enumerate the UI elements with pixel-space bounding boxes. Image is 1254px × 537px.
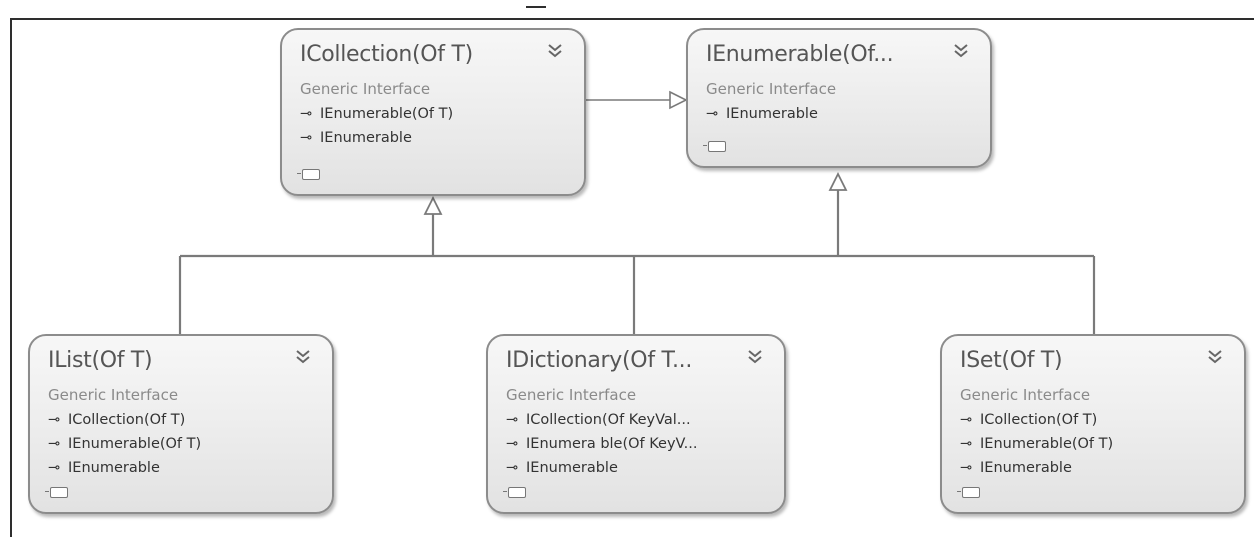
implements-item: ⊸IEnumerable bbox=[506, 456, 768, 480]
implements-arrow-icon: ⊸ bbox=[300, 130, 313, 146]
collapse-chevron-icon[interactable] bbox=[746, 348, 764, 366]
collapse-members-icon[interactable] bbox=[297, 169, 320, 180]
ilist-box[interactable]: IList(Of T) Generic Interface ⊸ICollecti… bbox=[28, 334, 334, 514]
collapse-chevron-icon[interactable] bbox=[294, 348, 312, 366]
collapse-members-icon[interactable] bbox=[957, 487, 980, 498]
interface-title: ISet(Of T) bbox=[960, 348, 1063, 373]
icollection-box[interactable]: ICollection(Of T) Generic Interface ⊸IEn… bbox=[280, 28, 586, 196]
implements-arrow-icon: ⊸ bbox=[48, 436, 61, 452]
implements-item: ⊸IEnumerable bbox=[706, 102, 974, 126]
implements-item: ⊸ICollection(Of T) bbox=[48, 408, 316, 432]
arrowhead-ienumerable bbox=[828, 171, 848, 191]
arrowhead-icollection bbox=[423, 195, 443, 215]
collapse-members-icon[interactable] bbox=[703, 141, 726, 152]
implements-arrow-icon: ⊸ bbox=[960, 460, 973, 476]
collapse-chevron-icon[interactable] bbox=[1206, 348, 1224, 366]
interface-title: IEnumerable(Of... bbox=[706, 42, 894, 67]
implements-arrow-icon: ⊸ bbox=[506, 436, 519, 452]
implements-item: ⊸IEnumerable bbox=[300, 126, 568, 150]
implements-arrow-icon: ⊸ bbox=[706, 106, 719, 122]
implements-arrow-icon: ⊸ bbox=[48, 412, 61, 428]
implements-item: ⊸IEnumerable(Of T) bbox=[300, 102, 568, 126]
interface-stereotype: Generic Interface bbox=[706, 80, 837, 98]
implements-item: ⊸IEnumera ble(Of KeyV... bbox=[506, 432, 768, 456]
top-border-fragment bbox=[0, 0, 1254, 14]
implements-arrow-icon: ⊸ bbox=[506, 460, 519, 476]
collapse-members-icon[interactable] bbox=[45, 487, 68, 498]
interface-title: IList(Of T) bbox=[48, 348, 153, 373]
arrowhead-ienumerable-side bbox=[669, 90, 688, 110]
ienumerable-box[interactable]: IEnumerable(Of... Generic Interface ⊸IEn… bbox=[686, 28, 992, 168]
interface-stereotype: Generic Interface bbox=[960, 386, 1091, 404]
interface-title: IDictionary(Of T... bbox=[506, 348, 693, 373]
implements-item: ⊸ICollection(Of KeyVal... bbox=[506, 408, 768, 432]
interface-stereotype: Generic Interface bbox=[300, 80, 431, 98]
implements-item: ⊸IEnumerable bbox=[960, 456, 1228, 480]
iset-box[interactable]: ISet(Of T) Generic Interface ⊸ICollectio… bbox=[940, 334, 1246, 514]
implements-arrow-icon: ⊸ bbox=[506, 412, 519, 428]
interface-stereotype: Generic Interface bbox=[506, 386, 637, 404]
interface-stereotype: Generic Interface bbox=[48, 386, 179, 404]
implements-arrow-icon: ⊸ bbox=[300, 106, 313, 122]
diagram-frame bbox=[10, 18, 1254, 537]
collapse-chevron-icon[interactable] bbox=[952, 42, 970, 60]
idictionary-box[interactable]: IDictionary(Of T... Generic Interface ⊸I… bbox=[486, 334, 786, 514]
implements-item: ⊸ICollection(Of T) bbox=[960, 408, 1228, 432]
implements-arrow-icon: ⊸ bbox=[960, 436, 973, 452]
collapse-members-icon[interactable] bbox=[503, 487, 526, 498]
implements-item: ⊸IEnumerable(Of T) bbox=[48, 432, 316, 456]
implements-item: ⊸IEnumerable bbox=[48, 456, 316, 480]
implements-arrow-icon: ⊸ bbox=[960, 412, 973, 428]
collapse-chevron-icon[interactable] bbox=[546, 42, 564, 60]
implements-item: ⊸IEnumerable(Of T) bbox=[960, 432, 1228, 456]
interface-title: ICollection(Of T) bbox=[300, 42, 473, 67]
implements-arrow-icon: ⊸ bbox=[48, 460, 61, 476]
